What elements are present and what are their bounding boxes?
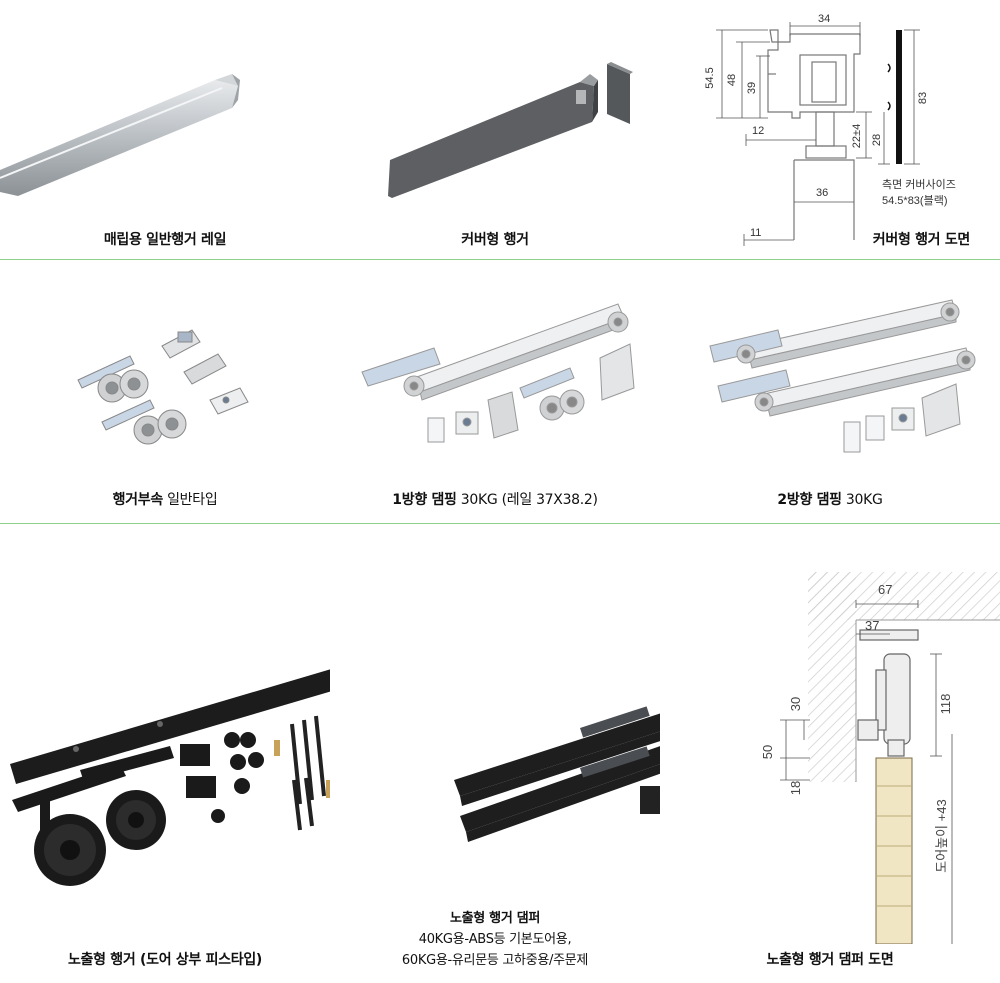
product-exposed-damper: 노출형 행거 댐퍼 40KG용-ABS등 기본도어용, 60KG용-유리문등 고… (330, 524, 712, 983)
dim-door-height: 도어높이 +43 (934, 799, 949, 873)
exposed-damper-line-2: 40KG용-ABS등 기본도어용, (418, 932, 572, 947)
cover-note-2: 54.5*83(블랙) (882, 194, 948, 207)
exposed-hanger-caption: 노출형 행거 (도어 상부 피스타입) (67, 952, 263, 968)
cover-hanger-drawing-svg: 34 54.5 48 39 83 12 22±4 28 36 11 측면 커버사… (704, 13, 956, 246)
divider-1 (0, 259, 1000, 260)
product-rail: 매립용 일반행거 레일 (0, 0, 330, 258)
two-way-damper-caption-bold: 2방향 댐핑 (777, 492, 842, 508)
dim-48: 48 (726, 74, 738, 86)
dim-67: 67 (878, 582, 892, 597)
dim-22: 22±4 (851, 124, 863, 148)
dim-28: 28 (871, 134, 883, 146)
one-way-damper-caption-light: 30KG (레일 37X38.2) (460, 492, 598, 508)
product-two-way-damper: 2방향 댐핑 30KG (660, 260, 1000, 522)
divider-2 (0, 523, 1000, 524)
dim-37: 37 (865, 618, 879, 633)
product-cover-hanger: 커버형 행거 (330, 0, 660, 258)
product-hanger-parts: 행거부속 일반타입 (0, 260, 330, 522)
product-one-way-damper: 1방향 댐핑 30KG (레일 37X38.2) (330, 260, 660, 522)
exposed-damper-drawing: 67 37 118 30 50 18 도어높이 +43 노출형 행거 댐퍼 도면 (660, 524, 1000, 983)
dim-83: 83 (917, 92, 929, 104)
rail-image (0, 74, 240, 196)
dim-30: 30 (788, 697, 803, 711)
cover-hanger-caption: 커버형 행거 (461, 232, 529, 248)
exposed-damper-drawing-svg: 67 37 118 30 50 18 도어높이 +43 (760, 572, 1000, 945)
dim-54-5: 54.5 (704, 67, 716, 88)
product-exposed-hanger: 노출형 행거 (도어 상부 피스타입) (0, 524, 390, 983)
rail-caption: 매립용 일반행거 레일 (103, 232, 227, 248)
cover-note-1: 측면 커버사이즈 (882, 178, 956, 191)
exposed-damper-caption: 노출형 행거 댐퍼 (449, 911, 541, 926)
one-way-damper-caption-bold: 1방향 댐핑 (392, 492, 457, 508)
two-way-damper-image (709, 299, 976, 453)
hanger-parts-caption-light: 일반타입 (167, 492, 218, 508)
cover-hanger-drawing: 34 54.5 48 39 83 12 22±4 28 36 11 측면 커버사… (660, 0, 1000, 258)
cover-drawing-caption: 커버형 행거 도면 (872, 232, 971, 248)
dim-18: 18 (788, 781, 803, 795)
dim-12: 12 (752, 125, 764, 137)
dim-39: 39 (746, 82, 758, 94)
dim-11: 11 (750, 227, 761, 239)
one-way-damper-image (361, 303, 635, 443)
dim-50: 50 (760, 745, 775, 759)
exposed-damper-line-3: 60KG용-유리문등 고하중용/주문제 (401, 953, 589, 968)
two-way-damper-caption-light: 30KG (845, 492, 883, 508)
dim-34: 34 (818, 13, 830, 25)
exposed-damper-drawing-caption: 노출형 행거 댐퍼 도면 (766, 952, 894, 968)
exposed-hanger-image (10, 654, 390, 886)
dim-118: 118 (938, 694, 953, 715)
dim-36: 36 (816, 187, 828, 199)
cover-hanger-image (388, 62, 633, 198)
hanger-parts-caption-bold: 행거부속 (112, 492, 164, 508)
hanger-parts-image (77, 329, 249, 445)
exposed-damper-image (454, 700, 712, 842)
